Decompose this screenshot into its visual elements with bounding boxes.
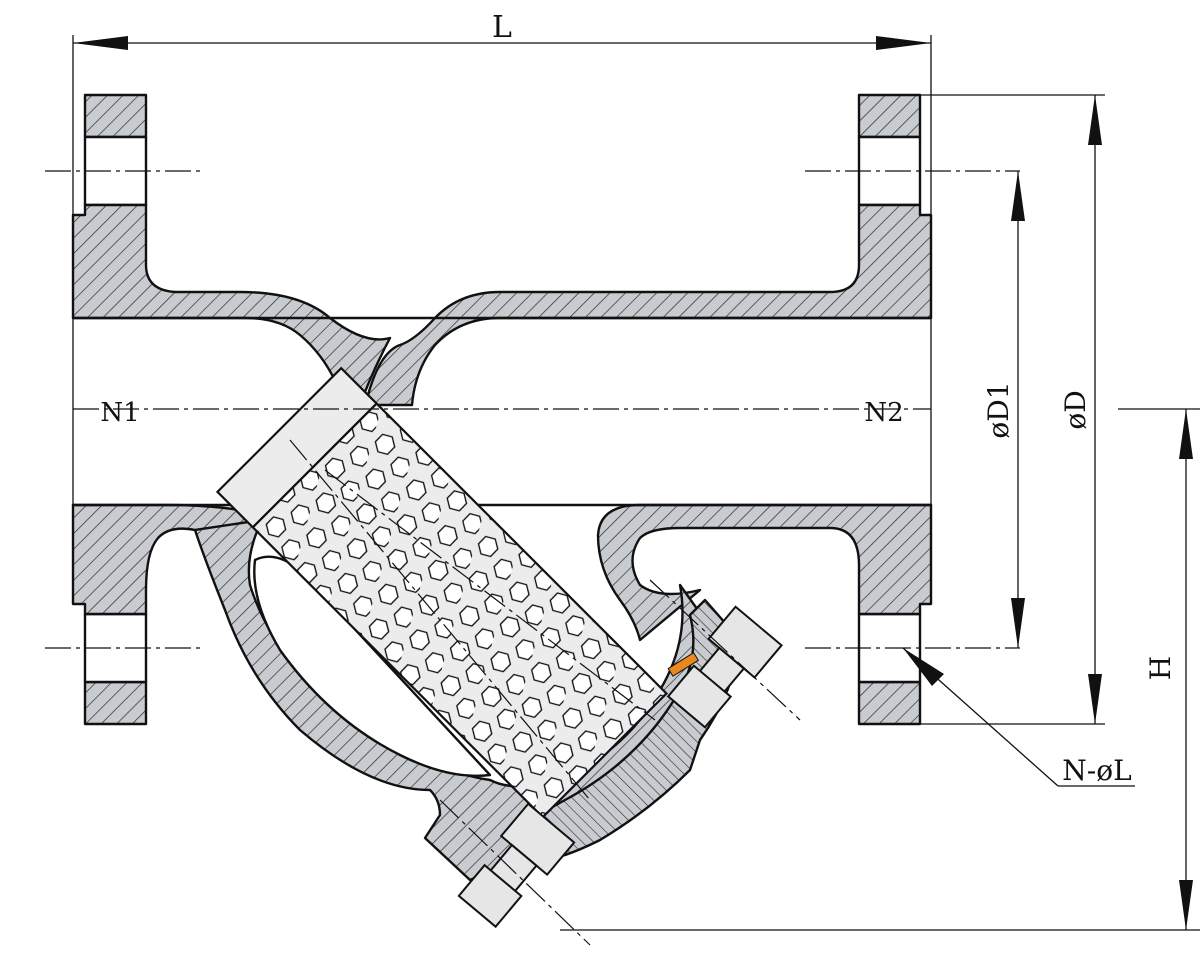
cap-bolt-axis-lower: [439, 799, 591, 946]
label-bolt-circle: øD1: [982, 381, 1015, 438]
cap-gasket-upper: [667, 651, 700, 677]
cap-bolt-axis-upper: [649, 579, 801, 721]
dimension-length: [72, 35, 932, 215]
cap-bolt-lower: [457, 802, 576, 929]
label-bolt-holes: N-øL: [1062, 754, 1131, 787]
label-height: H: [1144, 656, 1177, 680]
label-flange-od: øD: [1059, 390, 1092, 429]
label-length: L: [492, 10, 512, 45]
dimension-bolt-holes-leader: [902, 647, 1135, 787]
inlet-flange-bottom-lug: [83, 680, 148, 726]
outlet-flange-bottom-lug: [857, 680, 922, 726]
dimension-height: [560, 408, 1200, 931]
outlet-lower-wall: [596, 503, 933, 642]
dimension-bolt-circle: [1011, 171, 1025, 648]
outlet-upper-wall: [358, 203, 933, 407]
inlet-lower-wall: [71, 503, 264, 616]
dimension-flange-od: [920, 94, 1105, 725]
cap-bolt-upper: [666, 605, 783, 729]
screen-axis: [289, 439, 591, 801]
label-outlet: N2: [864, 398, 903, 428]
label-inlet: N1: [100, 398, 139, 428]
screen-axis-2: [324, 469, 656, 721]
inlet-flange-top-lug: [83, 93, 148, 139]
inlet-upper-wall: [71, 203, 392, 407]
outlet-flange-top-lug: [857, 93, 922, 139]
